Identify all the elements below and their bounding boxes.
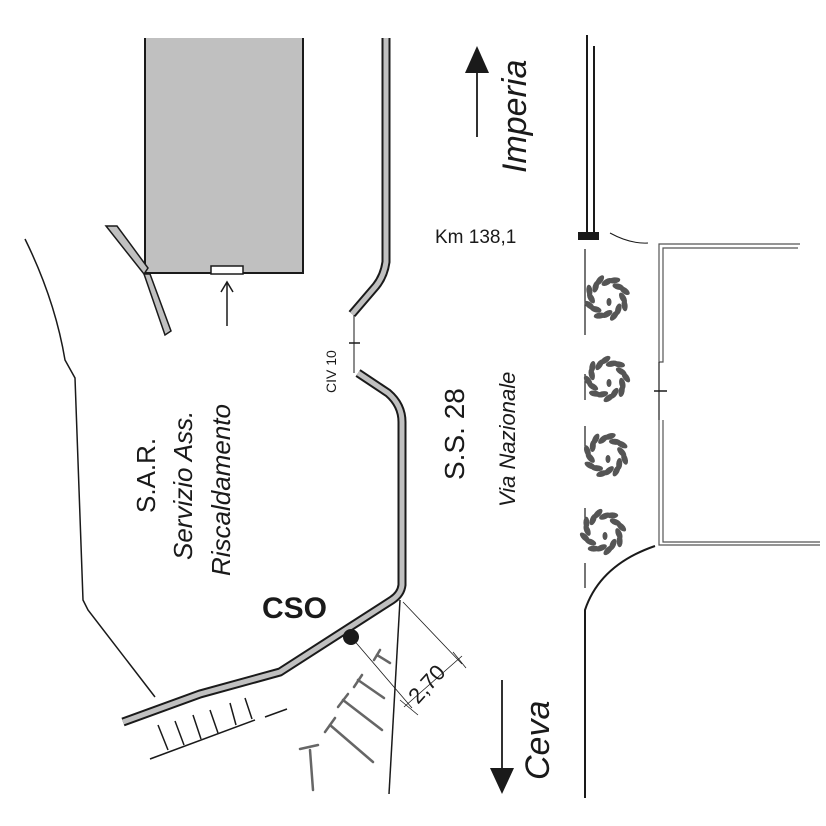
tree-leaf (618, 385, 625, 398)
tree-leaf (606, 512, 619, 519)
km-post-icon (578, 35, 599, 240)
tree-leaf (621, 299, 628, 312)
tree-leaf (586, 284, 593, 297)
tree-leaf (589, 360, 596, 373)
tree-leaf (587, 545, 600, 552)
road-code-label: S.S. 28 (439, 388, 470, 480)
tree-leaf (595, 275, 605, 286)
tree-leaf (603, 545, 613, 556)
road-kerb-lower (121, 369, 407, 727)
left-wall-lower (142, 273, 172, 337)
road-edge-curve (584, 545, 656, 798)
tree-core (606, 379, 612, 387)
tree-leaf (609, 310, 619, 321)
property-boundary-line (24, 238, 156, 698)
tree-leaf (621, 453, 629, 465)
tree-row (579, 275, 631, 556)
direction-north-label: Imperia (496, 60, 534, 173)
slope-symbols (298, 648, 392, 792)
tree-leaf (616, 535, 623, 548)
building-label-line3: Riscaldamento (206, 404, 236, 576)
building-label-acronym: S.A.R. (131, 438, 161, 513)
tree-leaf (588, 390, 601, 397)
river-bank-line (388, 599, 401, 795)
tree-leaf (616, 440, 628, 449)
entrance-arrow-icon (220, 280, 234, 326)
arrow-up-icon (465, 46, 489, 137)
tree-core (605, 455, 611, 463)
tree-leaf (591, 433, 600, 445)
km-curve (609, 232, 649, 244)
tree-core (606, 298, 612, 306)
tree-leaf (599, 355, 611, 365)
tree-leaf (584, 461, 596, 470)
dimension-annotation (351, 601, 467, 716)
civ10-gate (349, 315, 360, 373)
tree-leaf (596, 470, 608, 478)
tree-leaf (583, 375, 593, 387)
tree-leaf (604, 432, 616, 440)
tree-icon (579, 508, 627, 556)
road-name-label: Via Nazionale (495, 372, 520, 507)
tree-leaf (584, 300, 595, 310)
tree-leaf (621, 371, 631, 383)
left-wall-upper (104, 225, 149, 276)
tree-icon (583, 355, 631, 403)
tree-leaf (616, 522, 627, 532)
tree-leaf (612, 465, 621, 477)
cso-label: CSO (262, 592, 327, 625)
tree-leaf (583, 445, 591, 457)
km-marker-label: Km 138,1 (435, 227, 516, 248)
tree-leaf (579, 532, 590, 542)
tree-leaf (608, 277, 621, 284)
tree-leaf (613, 361, 626, 368)
tree-leaf (593, 508, 603, 519)
road-kerb-upper-fill (350, 38, 389, 316)
building-label-line2: Servizio Ass. (168, 411, 198, 560)
tree-icon (584, 275, 630, 321)
building-entrance (210, 265, 244, 275)
civic-number-label: CIV 10 (323, 350, 339, 393)
tree-leaf (619, 286, 630, 296)
sar-building (145, 38, 303, 273)
tree-core (602, 532, 608, 540)
tree-leaf (583, 516, 590, 529)
embankment-hatching (149, 697, 288, 760)
direction-south-label: Ceva (519, 701, 557, 780)
tree-leaf (593, 312, 606, 319)
tree-icon (583, 432, 629, 478)
tree-leaf (603, 393, 615, 403)
cso-outfall-point (343, 629, 359, 645)
road-kerb-lower-fill (122, 370, 405, 725)
right-property-fence (654, 243, 820, 546)
arrow-down-icon (490, 680, 514, 794)
